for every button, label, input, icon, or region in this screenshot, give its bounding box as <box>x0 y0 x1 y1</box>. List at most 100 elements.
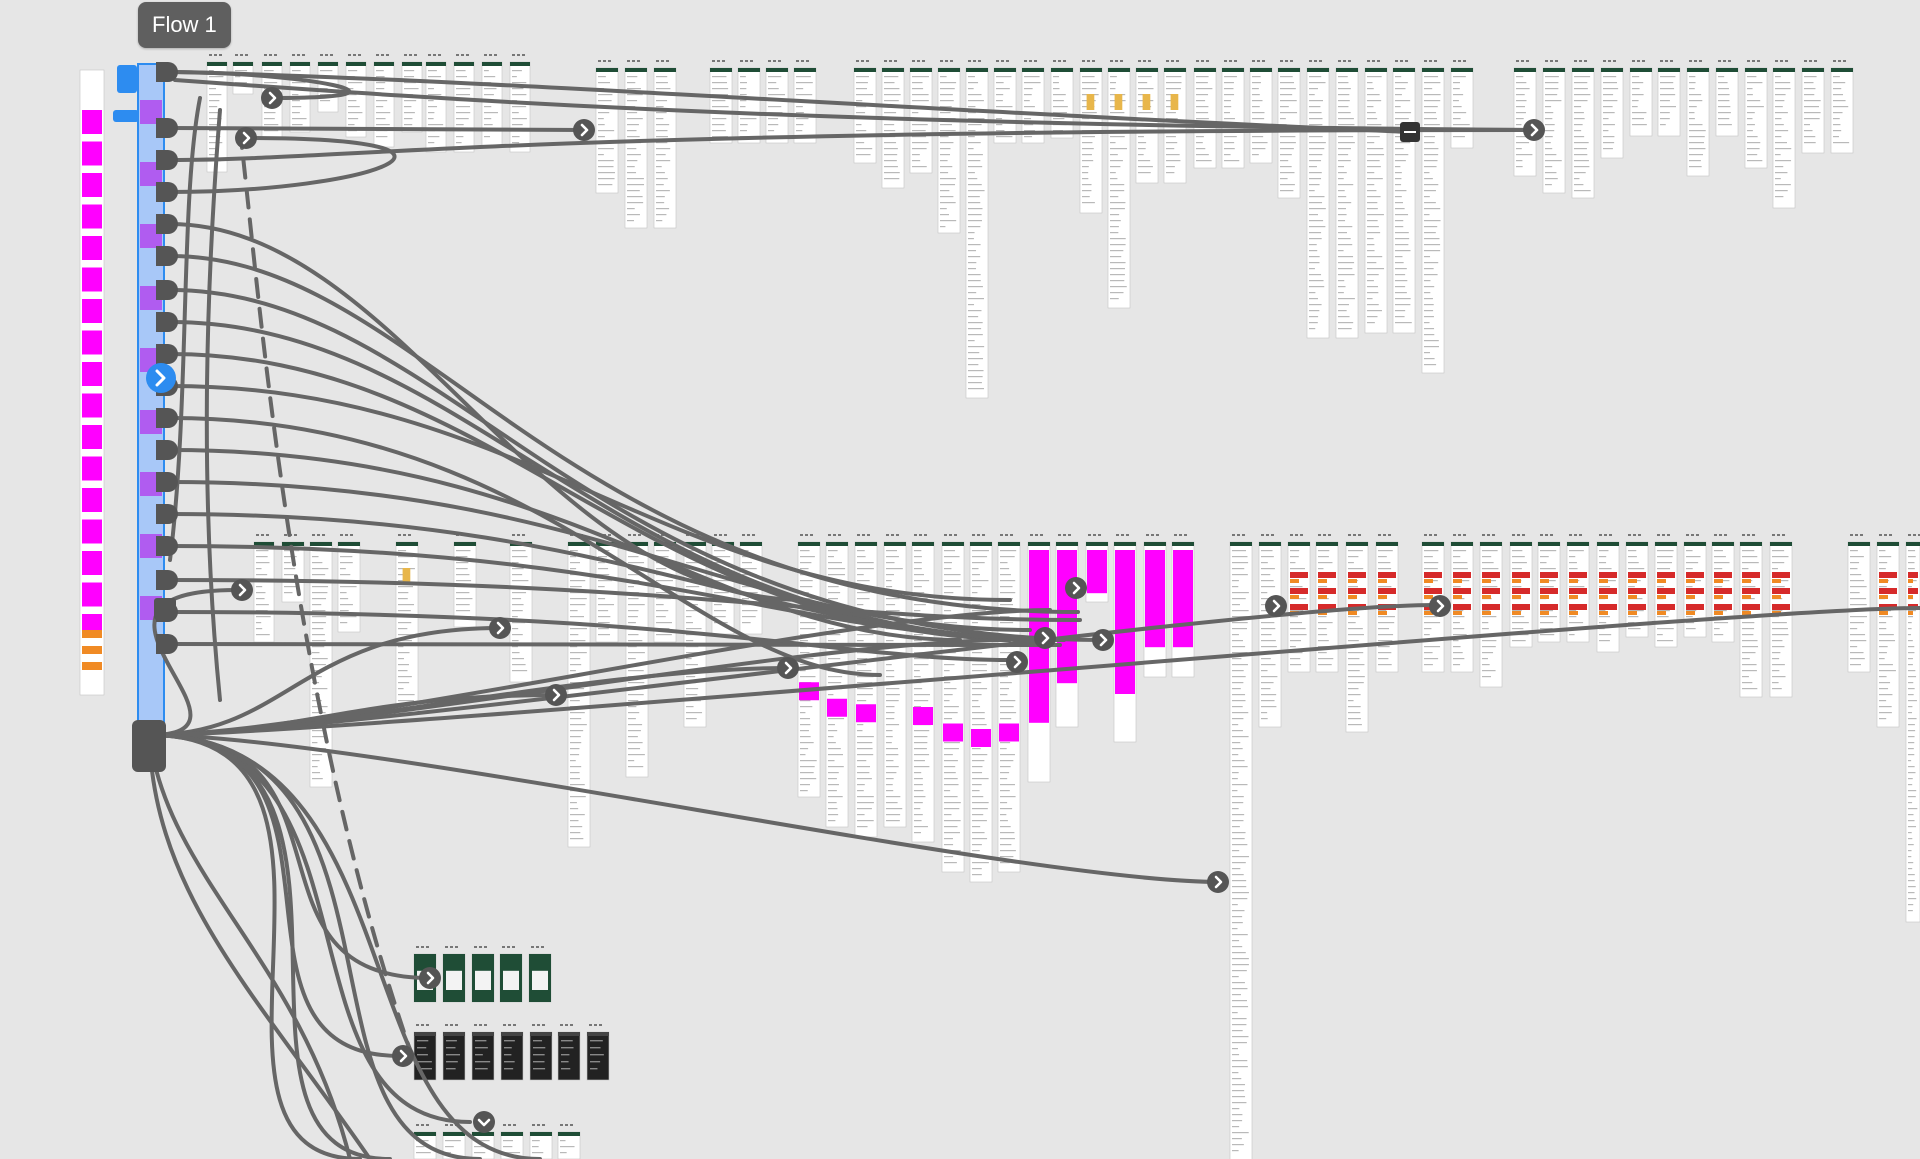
artboard-thumbnail[interactable] <box>373 54 395 148</box>
artboard-thumbnail[interactable] <box>1375 534 1399 673</box>
artboard-frame[interactable] <box>1739 541 1763 698</box>
artboard-thumbnail[interactable] <box>1479 534 1503 688</box>
artboard-frame[interactable] <box>586 1031 610 1081</box>
artboard-thumbnail[interactable] <box>1277 60 1301 199</box>
connector-end-badge[interactable] <box>573 119 595 141</box>
connector-end-badge[interactable] <box>1092 629 1114 651</box>
prototype-link[interactable] <box>148 733 392 1159</box>
artboard-frame[interactable] <box>413 1031 437 1081</box>
artboard-frame[interactable] <box>1079 67 1103 214</box>
hotspot-handle-icon[interactable] <box>156 312 178 332</box>
artboard-thumbnail[interactable] <box>1450 60 1474 149</box>
connector-end-badge[interactable] <box>1429 595 1451 617</box>
prototype-link[interactable] <box>238 128 412 1052</box>
connector-end-badge[interactable] <box>1065 577 1087 599</box>
artboard-thumbnail[interactable] <box>1654 534 1678 648</box>
prototype-link[interactable] <box>168 578 1082 622</box>
connector-end-badge[interactable] <box>231 579 253 601</box>
artboard-thumbnail[interactable] <box>1193 60 1217 169</box>
artboard-frame[interactable] <box>442 1031 466 1081</box>
artboard-thumbnail[interactable] <box>737 60 761 144</box>
hotspot-handle-icon[interactable] <box>154 598 176 620</box>
hotspot-handle-icon[interactable] <box>156 408 178 428</box>
hotspot-handle-icon[interactable] <box>132 720 166 772</box>
master-artboard[interactable] <box>79 69 105 696</box>
artboard-thumbnail[interactable] <box>1143 534 1167 678</box>
connector-end-badge[interactable] <box>545 684 567 706</box>
connector-end-badge[interactable] <box>777 657 799 679</box>
prototype-link[interactable] <box>168 128 1536 162</box>
artboard-frame[interactable] <box>1686 67 1710 177</box>
artboard-thumbnail[interactable] <box>425 54 447 153</box>
artboard-thumbnail[interactable] <box>567 534 591 848</box>
prototype-link[interactable] <box>148 606 1920 737</box>
artboard-frame[interactable] <box>709 67 733 144</box>
artboard-thumbnail[interactable] <box>1249 60 1273 164</box>
artboard-frame[interactable] <box>232 61 254 95</box>
prototype-link[interactable] <box>148 748 372 1159</box>
prototype-link[interactable] <box>168 136 397 194</box>
artboard-thumbnail[interactable] <box>471 1024 495 1081</box>
connector-end-badge[interactable] <box>1523 119 1545 141</box>
artboard-thumbnail[interactable] <box>1513 60 1537 177</box>
prototype-link[interactable] <box>168 126 586 132</box>
artboard-thumbnail[interactable] <box>1830 60 1854 154</box>
artboard-thumbnail[interactable] <box>509 534 533 683</box>
artboard-frame[interactable] <box>471 1031 495 1081</box>
artboard-frame[interactable] <box>1629 67 1653 137</box>
artboard-thumbnail[interactable] <box>1306 60 1330 339</box>
hotspot-handle-icon[interactable] <box>156 150 178 170</box>
selection-handle[interactable] <box>117 65 137 93</box>
artboard-frame[interactable] <box>737 67 761 144</box>
connector-end-badge[interactable] <box>473 1111 495 1133</box>
prototype-link[interactable] <box>168 254 1080 614</box>
artboard-thumbnail[interactable] <box>395 534 419 713</box>
artboard-thumbnail[interactable] <box>1625 534 1649 638</box>
artboard-thumbnail[interactable] <box>1542 60 1566 194</box>
artboard-thumbnail[interactable] <box>1171 534 1195 678</box>
artboard-thumbnail[interactable] <box>500 1124 524 1159</box>
artboard-frame[interactable] <box>481 61 503 148</box>
artboard-frame[interactable] <box>395 541 419 713</box>
hotspot-handle-icon[interactable] <box>156 504 178 524</box>
artboard-thumbnail[interactable] <box>909 60 933 174</box>
artboard-frame[interactable] <box>557 1131 581 1159</box>
artboard-thumbnail[interactable] <box>1905 534 1920 923</box>
hotspot-handle-icon[interactable] <box>156 182 178 202</box>
prototype-link[interactable] <box>148 733 482 1159</box>
connector-end-badge[interactable] <box>1006 651 1028 673</box>
artboard-thumbnail[interactable] <box>1711 534 1735 643</box>
artboard-frame[interactable] <box>1830 67 1854 154</box>
artboard-thumbnail[interactable] <box>442 1024 466 1081</box>
artboard-thumbnail[interactable] <box>413 1024 437 1081</box>
prototype-link[interactable] <box>148 588 239 737</box>
artboard-thumbnail[interactable] <box>1055 534 1079 728</box>
artboard-thumbnail[interactable] <box>941 534 965 873</box>
artboard-frame[interactable] <box>500 1031 524 1081</box>
artboard-thumbnail[interactable] <box>1537 534 1561 643</box>
connector-end-badge[interactable] <box>489 617 511 639</box>
prototype-link[interactable] <box>148 733 362 1159</box>
artboard-thumbnail[interactable] <box>337 534 361 633</box>
artboard-thumbnail[interactable] <box>1876 534 1900 728</box>
hotspot-handle-icon[interactable] <box>156 440 178 460</box>
artboard-thumbnail[interactable] <box>709 60 733 144</box>
artboard-thumbnail[interactable] <box>1107 60 1131 309</box>
artboard-thumbnail[interactable] <box>557 1124 581 1159</box>
artboard-thumbnail[interactable] <box>442 946 466 1003</box>
artboard-frame[interactable] <box>1345 541 1369 733</box>
artboard-thumbnail[interactable] <box>911 534 935 843</box>
flow-label[interactable]: Flow 1 <box>138 2 231 48</box>
prototype-link[interactable] <box>168 96 202 562</box>
prototype-link[interactable] <box>148 733 1222 884</box>
artboard-thumbnail[interactable] <box>1769 534 1793 698</box>
artboard-thumbnail[interactable] <box>401 54 423 133</box>
artboard-thumbnail[interactable] <box>1050 60 1074 139</box>
artboard-thumbnail[interactable] <box>1629 60 1653 137</box>
artboard-frame[interactable] <box>1364 67 1388 334</box>
artboard-thumbnail[interactable] <box>1847 534 1871 673</box>
artboard-thumbnail[interactable] <box>1079 60 1103 214</box>
hotspot-handle-icon[interactable] <box>156 344 178 364</box>
prototype-link[interactable] <box>148 738 352 1159</box>
